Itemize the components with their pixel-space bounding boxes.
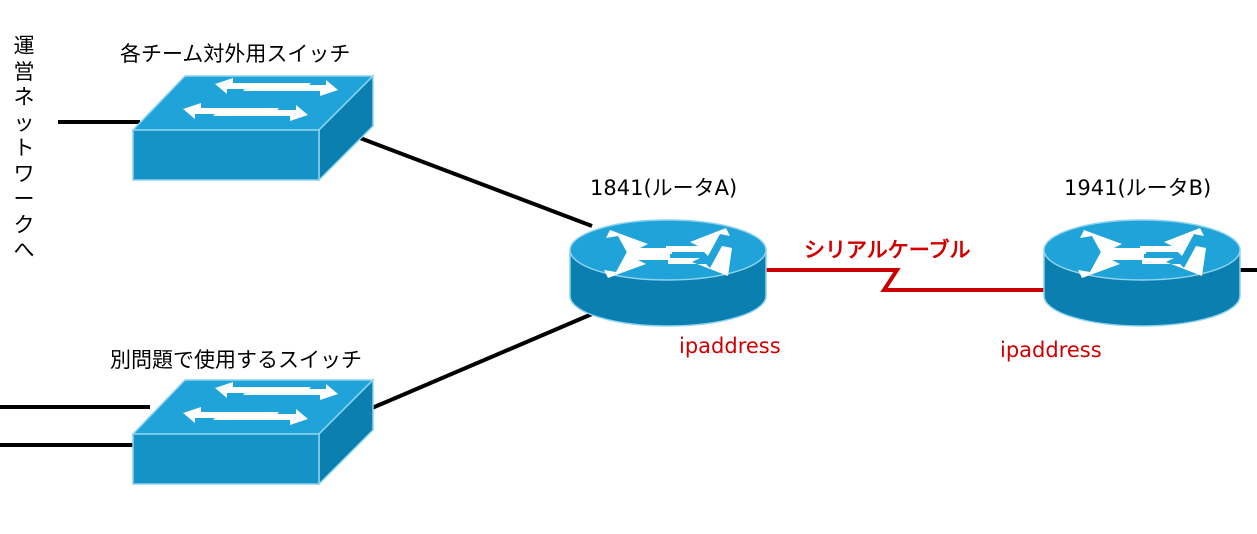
mgmt-network-label-char: ー [13, 187, 35, 211]
serial-cable-label: シリアルケーブル [804, 238, 971, 262]
team-switch-label: 各チーム対外用スイッチ [120, 42, 351, 66]
mgmt-network-label-char: ト [13, 136, 35, 160]
mgmt-network-label-char: 運 [13, 34, 35, 58]
router-a [569, 219, 767, 327]
other-switch [131, 378, 375, 486]
router-icon [1043, 219, 1241, 327]
mgmt-network-label-char: ネ [13, 85, 35, 109]
mgmt-network-label-char: ワ [13, 161, 35, 186]
network-switch-icon [131, 74, 375, 182]
network-switch-icon [131, 378, 375, 486]
mgmt-network-label-char: ッ [13, 110, 35, 135]
link-team-switch-to-router-a [359, 136, 593, 228]
mgmt-network-label: 運営ネットワークへ [10, 34, 38, 264]
router-a-ip-label: ipaddress [679, 334, 781, 358]
router-a-label: 1841(ルータA) [590, 176, 738, 200]
other-switch-label: 別問題で使用するスイッチ [110, 348, 362, 372]
team-switch [131, 74, 375, 182]
router-b [1043, 219, 1241, 327]
mgmt-network-label-char: へ [13, 238, 35, 262]
mgmt-network-label-char: ク [13, 212, 35, 237]
serial-cable-line [762, 268, 1050, 292]
mgmt-network-label-char: 営 [13, 59, 35, 84]
router-b-label: 1941(ルータB) [1064, 176, 1212, 200]
router-icon [569, 219, 767, 327]
router-b-ip-label: ipaddress [1000, 338, 1102, 362]
link-other-switch-to-router-a [371, 312, 593, 410]
